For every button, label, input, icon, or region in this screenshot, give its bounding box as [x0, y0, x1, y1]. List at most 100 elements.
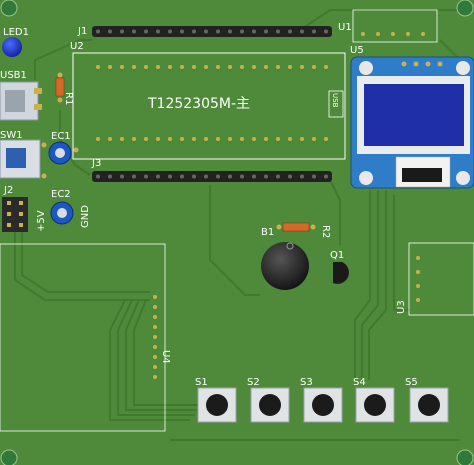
j3-pin: [252, 174, 256, 179]
s5-label: S5: [405, 377, 418, 388]
u2-pad: [324, 65, 328, 69]
u2-pad: [192, 65, 196, 69]
button-row: S1 S2 S3 S4 S5: [195, 377, 449, 423]
j1-pin: [300, 29, 304, 34]
j3-pin: [300, 174, 304, 179]
j1-pin: [168, 29, 172, 34]
j3-pin: [240, 174, 244, 179]
j1-pin: [240, 29, 244, 34]
u2-pad: [96, 137, 100, 141]
j1-pins: [96, 29, 328, 34]
u2-pad: [252, 137, 256, 141]
u2-pad: [180, 65, 184, 69]
j1-pin: [96, 29, 100, 34]
j1-pin: [252, 29, 256, 34]
u2-pad: [228, 137, 232, 141]
j2-header: [2, 197, 28, 232]
u2-pad: [300, 65, 304, 69]
sw1-pad: [41, 173, 47, 179]
j3-pins: [96, 174, 328, 179]
u2-pad: [108, 137, 112, 141]
j1-pin: [276, 29, 280, 34]
j1-pin: [132, 29, 136, 34]
s5-button[interactable]: S5: [405, 377, 449, 423]
u4-outline: [0, 243, 166, 432]
u5-hole-tr: [456, 61, 470, 75]
s4-label: S4: [353, 377, 366, 388]
u2-pad: [276, 65, 280, 69]
q1-transistor: [333, 262, 349, 284]
s1-label: S1: [195, 377, 208, 388]
mounting-hole-tl: [0, 0, 18, 17]
u2-pad: [192, 137, 196, 141]
u4-pad: [153, 355, 157, 359]
u5-hole-br: [456, 171, 470, 185]
u4-pad: [153, 315, 157, 319]
j3-pin: [156, 174, 160, 179]
j1-pin: [228, 29, 232, 34]
j3-pin: [144, 174, 148, 179]
usb1-port: [5, 90, 25, 112]
u2-pad: [264, 65, 268, 69]
s2-button[interactable]: S2: [247, 377, 290, 423]
s4-button[interactable]: S4: [353, 377, 395, 423]
j1-pin: [180, 29, 184, 34]
u1-pads: [361, 32, 425, 36]
led1-component: [2, 37, 22, 57]
j1-pin: [204, 29, 208, 34]
mounting-hole-br: [456, 449, 474, 465]
j3-pin: [288, 174, 292, 179]
r2-label: R2: [320, 225, 331, 238]
u3-outline: [408, 242, 474, 316]
u1-label: U1: [338, 22, 352, 33]
s1-button[interactable]: S1: [195, 377, 237, 423]
q1-label: Q1: [330, 250, 344, 261]
u2-label: U2: [70, 41, 84, 52]
u2-pad: [228, 65, 232, 69]
u2-top-pads: [96, 65, 328, 69]
j1-pin: [324, 29, 328, 34]
plus5v-label: +5V: [36, 210, 47, 232]
ec1-label: EC1: [51, 131, 71, 142]
j3-pin: [216, 174, 220, 179]
r1-resistor: [55, 77, 65, 97]
j3-pin: [204, 174, 208, 179]
u2-pad: [288, 137, 292, 141]
u2-pad: [144, 137, 148, 141]
r2-pad: [276, 224, 282, 230]
s3-button[interactable]: S3: [300, 377, 343, 423]
ec2-label: EC2: [51, 189, 71, 200]
u2-pad: [180, 137, 184, 141]
j1-pin: [192, 29, 196, 34]
u4-pad: [153, 325, 157, 329]
u2-pad: [120, 65, 124, 69]
j3-header: [92, 171, 332, 182]
j3-pin: [312, 174, 316, 179]
j3-pin: [324, 174, 328, 179]
r2-resistor: [282, 222, 310, 232]
j3-pin: [180, 174, 184, 179]
u2-pad: [324, 137, 328, 141]
j3-pin: [132, 174, 136, 179]
j1-pin: [144, 29, 148, 34]
sw1-pad: [41, 142, 47, 148]
s2-label: S2: [247, 377, 260, 388]
u5-screen: [364, 84, 464, 146]
j1-pin: [156, 29, 160, 34]
r1-pad: [57, 97, 63, 103]
b1-label: B1: [261, 227, 274, 238]
u4-pads: [153, 295, 157, 379]
j1-pin: [288, 29, 292, 34]
j1-pin: [264, 29, 268, 34]
j3-pin: [192, 174, 196, 179]
j3-pin: [96, 174, 100, 179]
u2-pad: [276, 137, 280, 141]
u3-pads: [416, 256, 420, 302]
usb1-label: USB1: [0, 70, 27, 81]
u4-pad: [153, 375, 157, 379]
u2-pad: [96, 65, 100, 69]
j3-pin: [108, 174, 112, 179]
sw1-label: SW1: [0, 130, 23, 141]
j3-pin: [120, 174, 124, 179]
